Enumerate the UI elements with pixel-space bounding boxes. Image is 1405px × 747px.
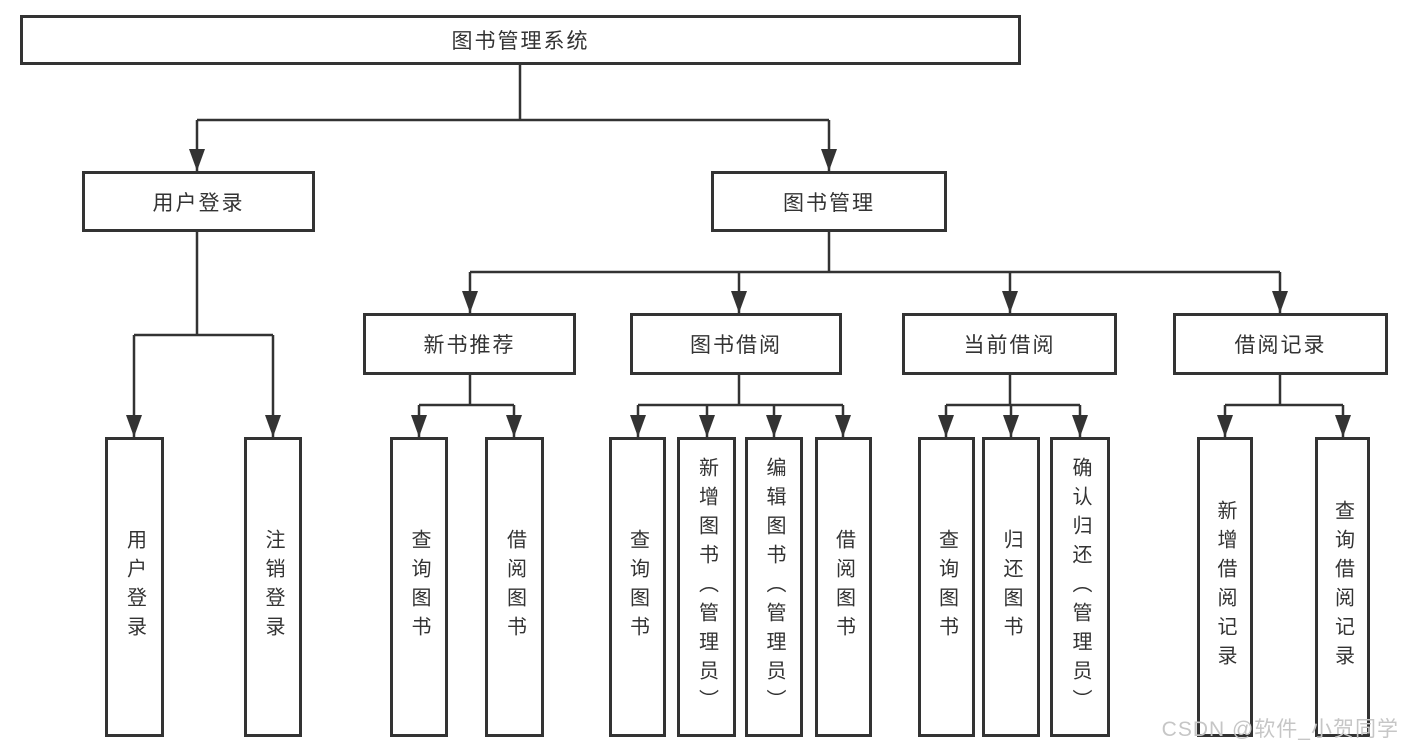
node-book-management: 图书管理: [711, 171, 947, 232]
node-label: 图书管理: [783, 191, 875, 215]
node-label: 当前借阅: [963, 334, 1056, 357]
node-borrow-records: 借阅记录: [1173, 313, 1388, 375]
leaf-edit-book-admin: 编辑图书（管理员）: [745, 437, 803, 737]
node-label: 借阅记录: [1234, 334, 1327, 357]
leaf-add-borrow-record: 新增借阅记录: [1197, 437, 1253, 737]
leaf-add-book-admin: 新增图书（管理员）: [677, 437, 736, 737]
leaf-user-login: 用户登录: [105, 437, 164, 737]
node-label: 图书管理系统: [451, 30, 590, 53]
node-label: 借阅图书: [832, 529, 855, 645]
node-label: 查询图书: [408, 529, 430, 645]
leaf-borrow-books-recommend: 借阅图书: [485, 437, 544, 737]
leaf-logout: 注销登录: [244, 437, 302, 737]
node-label: 新增图书（管理员）: [695, 456, 718, 718]
node-label: 用户登录: [152, 191, 245, 215]
leaf-return-books: 归还图书: [982, 437, 1040, 737]
node-label: 用户登录: [123, 529, 146, 645]
node-label: 注销登录: [262, 529, 284, 645]
leaf-query-books-recommend: 查询图书: [390, 437, 448, 737]
node-label: 新书推荐: [423, 334, 516, 357]
node-label: 查询图书: [935, 529, 958, 645]
node-user-login-branch: 用户登录: [82, 171, 315, 232]
node-label: 查询借阅记录: [1331, 500, 1354, 674]
node-label: 编辑图书（管理员）: [763, 456, 785, 718]
node-new-book-recommend: 新书推荐: [363, 313, 576, 375]
node-label: 新增借阅记录: [1214, 500, 1236, 674]
node-label: 查询图书: [626, 529, 649, 645]
node-label: 确认归还（管理员）: [1069, 456, 1091, 718]
node-book-borrow: 图书借阅: [630, 313, 842, 375]
node-current-borrow: 当前借阅: [902, 313, 1117, 375]
leaf-confirm-return-admin: 确认归还（管理员）: [1050, 437, 1110, 737]
leaf-borrow-books: 借阅图书: [815, 437, 872, 737]
leaf-query-books-current: 查询图书: [918, 437, 975, 737]
node-system-root: 图书管理系统: [20, 15, 1021, 65]
node-label: 归还图书: [1000, 529, 1022, 645]
node-label: 借阅图书: [503, 529, 526, 645]
leaf-query-books-borrow: 查询图书: [609, 437, 666, 737]
leaf-query-borrow-record: 查询借阅记录: [1315, 437, 1370, 737]
node-label: 图书借阅: [690, 334, 782, 357]
csdn-watermark: CSDN @软件_小贺同学: [1161, 718, 1399, 741]
